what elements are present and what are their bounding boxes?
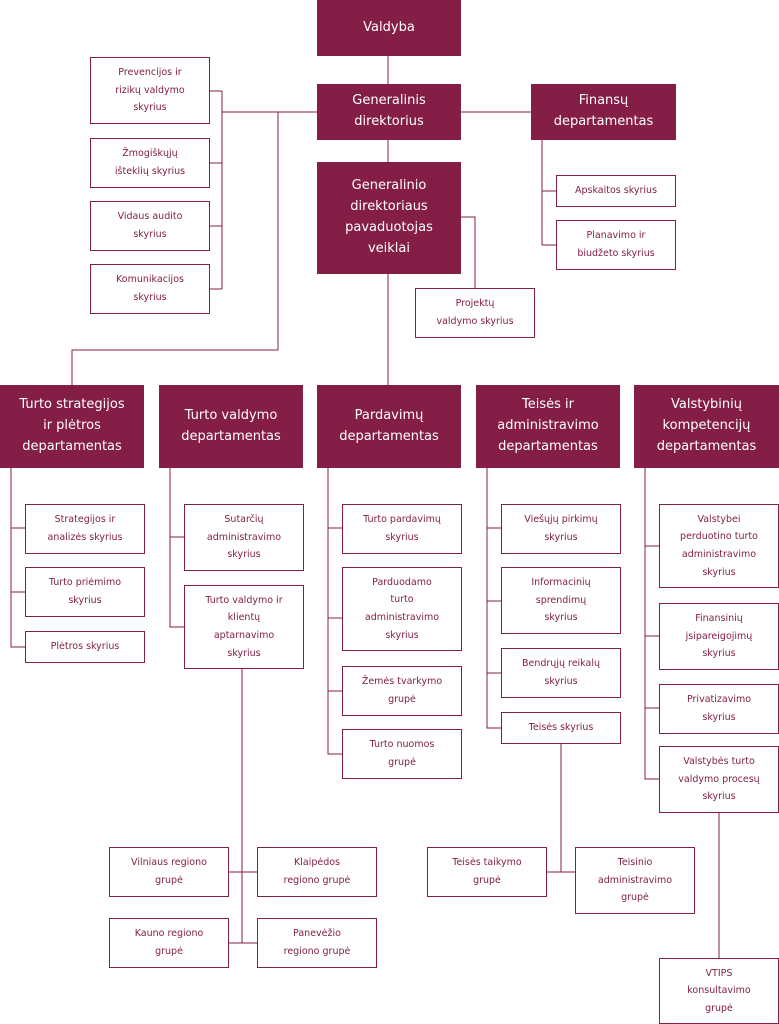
box-klaipedos: Klaipėdos regiono grupė bbox=[257, 847, 377, 897]
box-label: Žemės tvarkymo grupė bbox=[361, 676, 443, 705]
box-panevezio: Panevėžio regiono grupė bbox=[257, 918, 377, 968]
box-label: Valdyba bbox=[363, 19, 415, 35]
box-label: Parduodamo turto administravimo skyrius bbox=[364, 576, 440, 641]
box-label: Valstybės turto valdymo procesų skyrius bbox=[678, 756, 760, 803]
box-teises-administravimo: Teisės ir administravimo departamentas bbox=[476, 385, 620, 468]
box-label: Teisės ir administravimo departamentas bbox=[497, 397, 599, 454]
box-label: Plėtros skyrius bbox=[50, 641, 120, 653]
box-label: Generalinis direktorius bbox=[352, 93, 426, 129]
box-generalinis-direktorius: Generalinis direktorius bbox=[317, 84, 461, 140]
box-label: Turto strategijos ir plėtros departament… bbox=[19, 397, 125, 454]
box-sutarciu: Sutarčių administravimo skyrius bbox=[184, 504, 304, 571]
box-vtips: VTIPS konsultavimo grupė bbox=[659, 958, 779, 1024]
connector-line bbox=[10, 468, 25, 648]
connector-line bbox=[541, 140, 556, 246]
connector-line bbox=[644, 468, 659, 780]
box-label: Turto valdymo ir klientų aptarnavimo sky… bbox=[205, 594, 283, 659]
box-teises-taikymo: Teisės taikymo grupė bbox=[427, 847, 547, 897]
box-label: Žmogiškųjų išteklių skyrius bbox=[114, 148, 186, 177]
box-label: Sutarčių administravimo skyrius bbox=[206, 514, 282, 561]
connector-line bbox=[547, 743, 576, 873]
box-vidaus-audito: Vidaus audito skyrius bbox=[90, 201, 210, 251]
box-kauno: Kauno regiono grupė bbox=[109, 918, 229, 968]
box-projektu: Projektų valdymo skyrius bbox=[415, 288, 535, 338]
box-komunikacijos: Komunikacijos skyrius bbox=[90, 264, 210, 314]
box-label: Strategijos ir analizės skyrius bbox=[47, 514, 123, 543]
box-parduodamo: Parduodamo turto administravimo skyrius bbox=[342, 567, 462, 651]
connector-line bbox=[228, 669, 257, 944]
box-label: Turto valdymo departamentas bbox=[181, 407, 281, 444]
box-apskaitos: Apskaitos skyrius bbox=[556, 175, 676, 207]
box-pletros: Plėtros skyrius bbox=[25, 631, 145, 663]
box-label: Generalinio direktoriaus pavaduotojas ve… bbox=[345, 178, 433, 256]
box-label: Turto priėmimo skyrius bbox=[48, 577, 122, 606]
box-label: Klaipėdos regiono grupė bbox=[283, 857, 351, 886]
box-turto-valdymo-klientu: Turto valdymo ir klientų aptarnavimo sky… bbox=[184, 585, 304, 669]
connector-line bbox=[169, 468, 184, 628]
box-strategijos-analizes: Strategijos ir analizės skyrius bbox=[25, 504, 145, 554]
box-pavaduotojas: Generalinio direktoriaus pavaduotojas ve… bbox=[317, 162, 461, 274]
box-label: Prevencijos ir rizikų valdymo skyrius bbox=[115, 67, 185, 114]
box-turto-priemimo: Turto priėmimo skyrius bbox=[25, 567, 145, 617]
box-vilniaus: Vilniaus regiono grupė bbox=[109, 847, 229, 897]
box-zemes: Žemės tvarkymo grupė bbox=[342, 666, 462, 716]
box-label: Valstybinių kompetencijų departamentas bbox=[656, 397, 757, 454]
box-finansu-departamentas: Finansų departamentas bbox=[531, 84, 676, 140]
box-turto-pardavimu: Turto pardavimų skyrius bbox=[342, 504, 462, 554]
box-label: Informacinių sprendimų skyrius bbox=[531, 577, 591, 624]
box-label: Bendrųjų reikalų skyrius bbox=[521, 658, 601, 687]
box-label: Vilniaus regiono grupė bbox=[131, 857, 207, 886]
box-bendruju: Bendrųjų reikalų skyrius bbox=[501, 648, 621, 698]
box-label: Komunikacijos skyrius bbox=[116, 274, 184, 303]
box-informaciniu: Informacinių sprendimų skyrius bbox=[501, 567, 621, 634]
box-teises-skyrius: Teisės skyrius bbox=[501, 712, 621, 744]
box-label: Teisės taikymo grupė bbox=[452, 857, 522, 886]
connector-line bbox=[486, 468, 501, 729]
box-label: VTIPS konsultavimo grupė bbox=[687, 967, 751, 1014]
connector-line bbox=[71, 112, 279, 385]
box-label: Pardavimų departamentas bbox=[339, 407, 439, 444]
box-pardavimu: Pardavimų departamentas bbox=[317, 385, 461, 468]
box-label: Turto nuomos grupė bbox=[369, 739, 435, 768]
box-label: Projektų valdymo skyrius bbox=[436, 298, 514, 327]
box-prevencijos: Prevencijos ir rizikų valdymo skyrius bbox=[90, 57, 210, 124]
box-label: Privatizavimo skyrius bbox=[686, 694, 752, 723]
box-label: Valstybei perduotino turto administravim… bbox=[680, 513, 758, 578]
box-viesuju: Viešųjų pirkimų skyrius bbox=[501, 504, 621, 554]
box-label: Finansinių jsipareigojimų skyrius bbox=[685, 613, 753, 660]
connector-line bbox=[461, 216, 476, 288]
box-turto-valdymo: Turto valdymo departamentas bbox=[159, 385, 303, 468]
box-label: Planavimo ir biudžeto skyrius bbox=[577, 230, 655, 259]
connector-line bbox=[210, 90, 223, 290]
box-planavimo: Planavimo ir biudžeto skyrius bbox=[556, 220, 676, 270]
box-label: Viešųjų pirkimų skyrius bbox=[524, 514, 598, 543]
box-label: Finansų departamentas bbox=[553, 93, 654, 129]
box-label: Vidaus audito skyrius bbox=[117, 211, 183, 240]
box-turto-nuomos: Turto nuomos grupė bbox=[342, 729, 462, 779]
box-label: Teisės skyrius bbox=[528, 722, 594, 734]
box-valstybei-perduotino: Valstybei perduotino turto administravim… bbox=[659, 504, 779, 588]
box-valstybiniu-kompetenciju: Valstybinių kompetencijų departamentas bbox=[634, 385, 779, 468]
box-turto-strategijos: Turto strategijos ir plėtros departament… bbox=[0, 385, 144, 468]
connector-group bbox=[10, 56, 720, 958]
box-label: Panevėžio regiono grupė bbox=[283, 928, 351, 957]
box-finansiniu: Finansinių jsipareigojimų skyrius bbox=[659, 603, 779, 670]
connector-line bbox=[327, 468, 343, 755]
box-zmogiskuju: Žmogiškųjų išteklių skyrius bbox=[90, 138, 210, 188]
box-valdyba: Valdyba bbox=[317, 0, 461, 56]
box-label: Turto pardavimų skyrius bbox=[363, 514, 441, 543]
box-label: Teisinio administravimo grupė bbox=[597, 857, 673, 904]
box-label: Kauno regiono grupė bbox=[134, 928, 204, 957]
box-label: Apskaitos skyrius bbox=[574, 185, 658, 197]
box-privatizavimo: Privatizavimo skyrius bbox=[659, 684, 779, 734]
box-teisinio: Teisinio administravimo grupė bbox=[575, 847, 695, 914]
box-valstybes-turto: Valstybės turto valdymo procesų skyrius bbox=[659, 746, 779, 813]
